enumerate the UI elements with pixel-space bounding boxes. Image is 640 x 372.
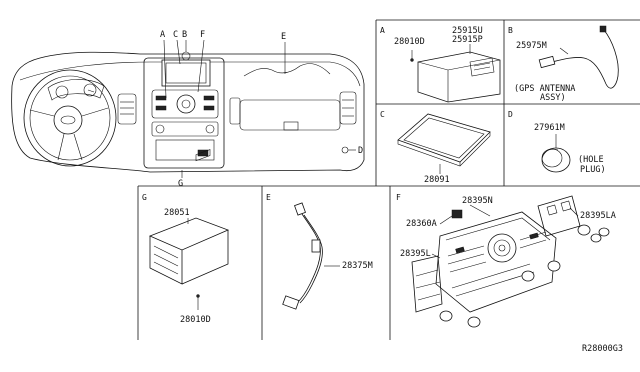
section-a: A 28010D 25915U 25915P xyxy=(380,26,501,103)
navigation-unit-illustration xyxy=(410,44,501,103)
callout-e: E xyxy=(281,32,286,42)
section-c: C 28091 xyxy=(380,110,491,185)
part-28375m: 28375M xyxy=(342,261,373,271)
callout-c: C xyxy=(173,30,178,40)
dashboard-illustration: A C B F E D G xyxy=(11,30,365,189)
part-25975m: 25975M xyxy=(516,41,547,51)
part-28395la: 28395LA xyxy=(580,211,616,221)
section-a-letter: A xyxy=(380,26,385,35)
section-c-letter: C xyxy=(380,110,385,119)
gps-note-line2: ASSY) xyxy=(540,93,566,103)
callout-b: B xyxy=(182,30,187,40)
hole-plug-illustration xyxy=(541,134,571,173)
part-27961m: 27961M xyxy=(534,123,565,133)
gauge-cluster xyxy=(47,79,105,101)
callout-a: A xyxy=(160,30,165,40)
hole-plug-note-line1: (HOLE xyxy=(578,155,604,165)
passenger-side xyxy=(239,63,357,154)
display-screen-illustration xyxy=(397,113,491,174)
section-e-letter: E xyxy=(266,193,271,202)
steering-wheel xyxy=(23,69,117,167)
part-28395l: 28395L xyxy=(400,249,431,259)
callout-leaders xyxy=(163,39,356,178)
section-f: F 28395N 28360A 28395LA 28395L xyxy=(396,193,616,328)
callout-d: D xyxy=(358,146,363,156)
diagram-code: R28000G3 xyxy=(582,344,623,354)
center-stack xyxy=(143,51,241,169)
hole-plug-note-line2: PLUG) xyxy=(580,165,606,175)
part-28395n: 28395N xyxy=(462,196,493,206)
part-28360a: 28360A xyxy=(406,219,437,229)
section-d-letter: D xyxy=(508,110,513,119)
part-28051: 28051 xyxy=(164,208,190,218)
section-f-letter: F xyxy=(396,193,401,202)
left-vent xyxy=(117,93,137,125)
part-28010d-a: 28010D xyxy=(394,37,425,47)
panel-grid xyxy=(137,19,640,340)
callout-g: G xyxy=(178,179,183,189)
part-28010d-g: 28010D xyxy=(180,315,211,325)
usb-cable-illustration xyxy=(282,202,340,310)
callout-f: F xyxy=(200,30,205,40)
part-25915u: 25915U xyxy=(452,26,483,36)
part-25915p: 25915P xyxy=(452,35,483,45)
section-e: E 28375M xyxy=(266,193,373,310)
section-g-letter: G xyxy=(142,193,147,202)
section-b-letter: B xyxy=(508,26,513,35)
gps-antenna-illustration xyxy=(538,25,619,89)
section-b: B 25975M (GPS ANTENNA ASSY) xyxy=(508,25,619,103)
gps-note-line1: (GPS ANTENNA xyxy=(514,84,575,94)
audio-control-panel-illustration xyxy=(411,195,610,328)
control-module-illustration xyxy=(148,149,230,310)
section-d: D 27961M (HOLE PLUG) xyxy=(508,110,606,175)
section-g: G 28051 28010D xyxy=(142,149,230,325)
part-28091: 28091 xyxy=(424,175,450,185)
